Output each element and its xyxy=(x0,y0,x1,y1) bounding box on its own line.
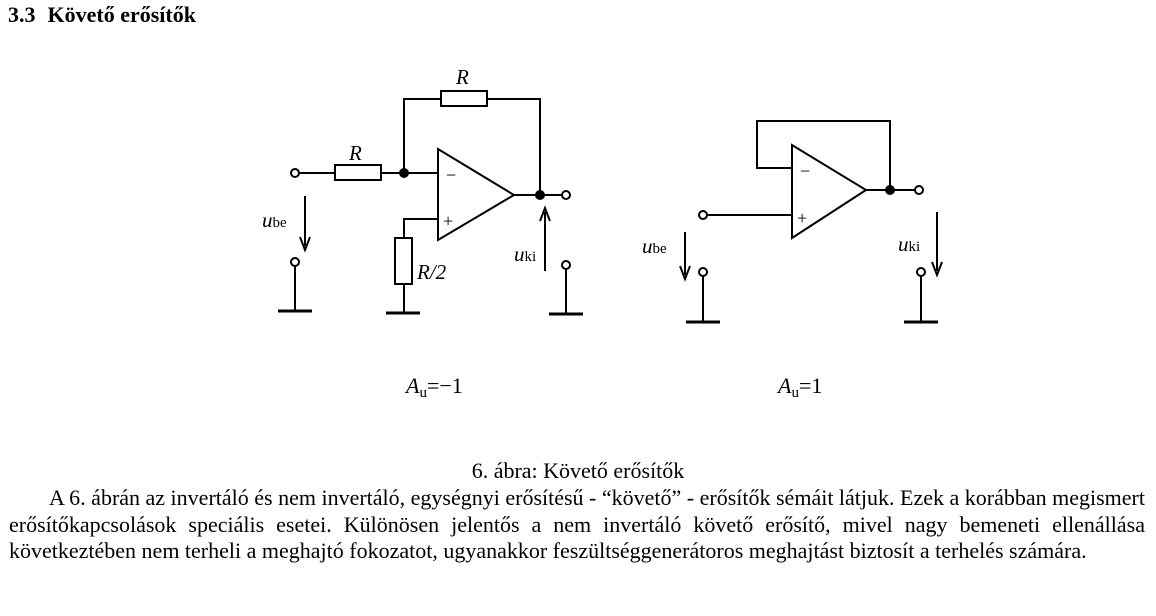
section-heading: 3.3 Követő erősítők xyxy=(8,2,196,28)
opamp-plus-sign: + xyxy=(443,211,453,231)
input-resistor-label: R xyxy=(348,141,362,165)
figure-caption: 6. ábra: Követő erősítők xyxy=(471,458,685,483)
feedback-resistor-label: R xyxy=(455,65,469,89)
output-ground-terminal xyxy=(561,260,571,270)
gain-label: Au=−1 xyxy=(404,373,463,401)
opamp-minus-sign: − xyxy=(800,161,810,181)
inverting-follower-labels: R R R/2 − + ube uki Au=−1 xyxy=(262,65,536,401)
output-voltage-label: uki xyxy=(898,232,920,256)
input-resistor xyxy=(334,164,382,181)
input-voltage-label: ube xyxy=(262,208,287,232)
section-title: Követő erősítők xyxy=(47,2,196,27)
input-terminal xyxy=(290,168,300,178)
output-voltage-label: uki xyxy=(514,242,536,266)
ground-resistor-label: R/2 xyxy=(416,260,447,284)
opamp-triangle xyxy=(437,147,516,242)
gain-label: Au=1 xyxy=(776,373,822,401)
opamp-triangle xyxy=(791,143,868,240)
input-terminal xyxy=(698,210,708,220)
body-paragraph: A 6. ábrán az invertáló és nem invertáló… xyxy=(9,485,1145,563)
non-inverting-follower-labels: − + ube uki Au=1 xyxy=(642,161,920,401)
non-inverting-follower-circuit xyxy=(679,120,943,324)
inverting-follower-circuit xyxy=(278,90,583,316)
output-terminal xyxy=(561,190,571,200)
section-number: 3.3 xyxy=(8,2,36,27)
input-voltage-label: ube xyxy=(642,234,667,258)
input-ground-terminal xyxy=(698,267,708,277)
feedback-resistor xyxy=(440,90,488,107)
output-ground-terminal xyxy=(916,267,926,277)
opamp-minus-sign: − xyxy=(446,165,456,185)
ground-resistor xyxy=(394,237,413,285)
figure-circuits: R R R/2 − + ube uki Au=−1 − + ub xyxy=(262,65,943,401)
input-ground-terminal xyxy=(290,257,300,267)
opamp-plus-sign: + xyxy=(797,208,807,228)
output-terminal xyxy=(914,185,924,195)
